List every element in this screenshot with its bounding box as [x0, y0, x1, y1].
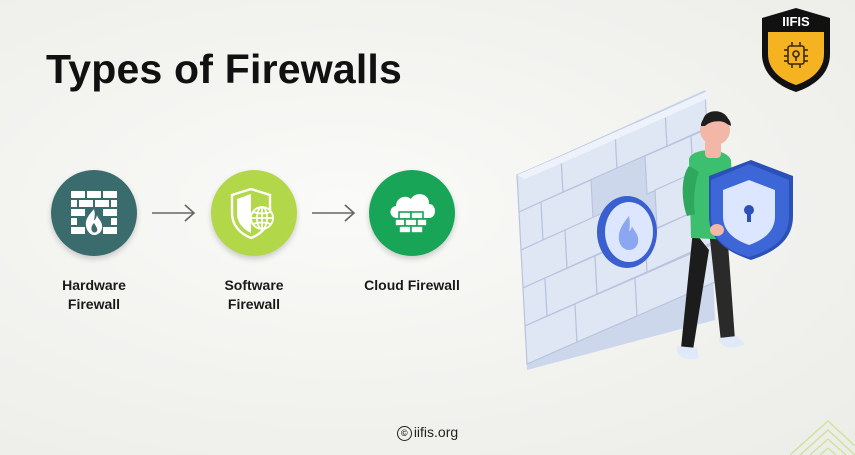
shield-illustration	[709, 160, 793, 260]
footer-site: iifis.org	[413, 424, 459, 440]
copyright-icon: ©	[396, 426, 412, 441]
cloud-brick-wall-icon	[390, 194, 435, 234]
hardware-firewall-circle	[51, 170, 137, 256]
brick-wall-fire-icon	[71, 191, 117, 235]
step-hardware-firewall: Hardware Firewall	[34, 170, 154, 314]
page-title: Types of Firewalls	[46, 46, 403, 92]
iifis-logo: IIFIS	[762, 8, 830, 92]
software-firewall-circle	[211, 170, 297, 256]
footer: ©iifis.org	[0, 424, 855, 441]
corner-decoration	[790, 420, 855, 455]
step-cloud-firewall: Cloud Firewall	[352, 170, 472, 295]
step-software-firewall: Software Firewall	[194, 170, 314, 314]
arrow-right-icon	[152, 204, 196, 222]
label-line: Hardware	[62, 277, 126, 293]
step-label: Cloud Firewall	[352, 276, 472, 295]
arrow-right-icon	[312, 204, 356, 222]
firewall-illustration	[516, 90, 793, 370]
logo-text: IIFIS	[782, 14, 810, 29]
shield-globe-icon	[230, 187, 274, 240]
step-label: Hardware Firewall	[34, 276, 154, 314]
label-line: Firewall	[227, 296, 281, 312]
step-label: Software Firewall	[194, 276, 314, 314]
label-line: Cloud Firewall	[364, 277, 460, 293]
brick-wall-illustration	[516, 90, 716, 370]
label-line: Software	[224, 277, 284, 293]
cloud-firewall-circle	[369, 170, 455, 256]
label-line: Firewall	[67, 296, 121, 312]
